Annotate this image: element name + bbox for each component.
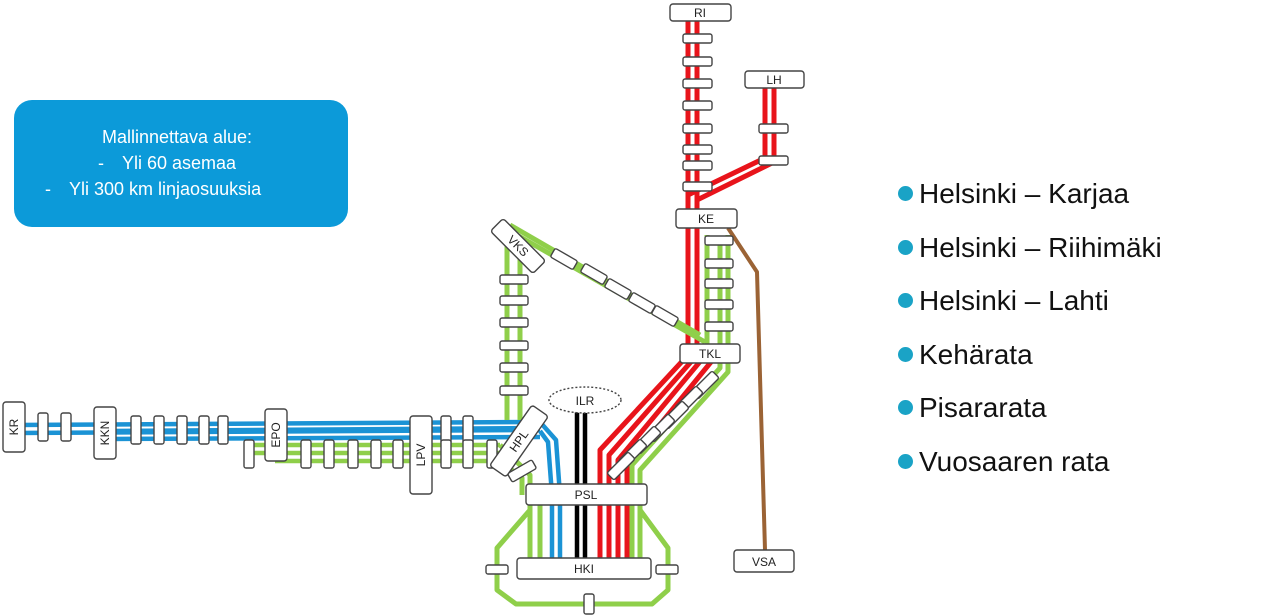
station-box-ri xyxy=(669,3,732,22)
station-label-epo: EPO xyxy=(269,422,283,447)
station-box-kkn xyxy=(93,406,117,460)
station-label-ilr: ILR xyxy=(576,394,595,408)
legend-item: Vuosaaren rata xyxy=(898,446,1162,500)
station-label-tkl: TKL xyxy=(699,347,721,361)
station-boxes xyxy=(2,3,805,580)
bullet-dot-icon xyxy=(898,239,913,255)
station-box-lpv xyxy=(409,415,433,495)
info-box-bullet: -Yli 60 asemaa xyxy=(14,150,348,176)
station-label-kkn: KKN xyxy=(98,421,112,446)
legend-item: Helsinki – Riihimäki xyxy=(898,232,1162,286)
station-box-ke xyxy=(675,208,738,229)
station-box-epo xyxy=(264,408,288,462)
station-label-hki: HKI xyxy=(574,562,594,576)
info-box-bullet: -Yli 300 km linjaosuuksia xyxy=(14,176,348,202)
station-label-lpv: LPV xyxy=(414,444,428,467)
station-box-vsa xyxy=(733,549,795,573)
bullet-dot-icon xyxy=(898,346,913,362)
legend-item-label: Helsinki – Riihimäki xyxy=(919,231,1162,263)
station-box-lh xyxy=(744,70,805,89)
bullet-dot-icon xyxy=(898,453,913,469)
station-label-ke: KE xyxy=(698,212,714,226)
station-box-hki xyxy=(516,557,652,580)
station-label-psl: PSL xyxy=(575,488,598,502)
station-label-kr: KR xyxy=(7,418,21,435)
route-legend: Helsinki – Karjaa Helsinki – Riihimäki H… xyxy=(898,178,1162,499)
station-label-vsa: VSA xyxy=(752,555,776,569)
legend-item: Helsinki – Karjaa xyxy=(898,178,1162,232)
station-box-psl xyxy=(525,483,648,506)
station-labels: RI LH KE TKL VKS ILR HPL PSL HKI VSA KR … xyxy=(7,6,782,576)
station-box-tkl xyxy=(679,343,741,364)
legend-item-label: Pisararata xyxy=(919,392,1047,423)
info-box-bullet-text: Yli 60 asemaa xyxy=(122,153,237,173)
station-box-ilr xyxy=(548,386,622,414)
legend-item-label: Vuosaaren rata xyxy=(919,445,1110,477)
legend-item-label: Helsinki – Lahti xyxy=(919,285,1109,316)
legend-item-label: Helsinki – Karjaa xyxy=(919,178,1130,209)
bullet-dot-icon xyxy=(898,293,913,308)
blue-to-psl xyxy=(538,420,563,560)
info-box-title: Mallinnettava alue: xyxy=(101,127,253,147)
station-label-lh: LH xyxy=(766,73,781,87)
station-label-ri: RI xyxy=(694,6,706,20)
legend-item: Kehärata xyxy=(898,339,1162,393)
bullet-dot-icon xyxy=(898,186,913,201)
info-box-bullet-text: Yli 300 km linjaosuuksia xyxy=(69,179,262,199)
station-box-vks xyxy=(490,218,546,274)
legend-item-label: Kehärata xyxy=(919,338,1033,370)
legend-item: Pisararata xyxy=(898,392,1162,446)
station-box-hpl xyxy=(490,405,548,477)
info-box-bullet-marker: - xyxy=(45,179,51,199)
station-box-kr xyxy=(2,401,26,453)
legend-item: Helsinki – Lahti xyxy=(898,285,1162,339)
vuosaari-brown xyxy=(726,226,767,551)
modeling-area-info-box: Mallinnettava alue: -Yli 60 asemaa -Yli … xyxy=(14,100,348,227)
info-box-bullet-marker: - xyxy=(98,153,104,173)
bullet-dot-icon xyxy=(898,400,913,415)
